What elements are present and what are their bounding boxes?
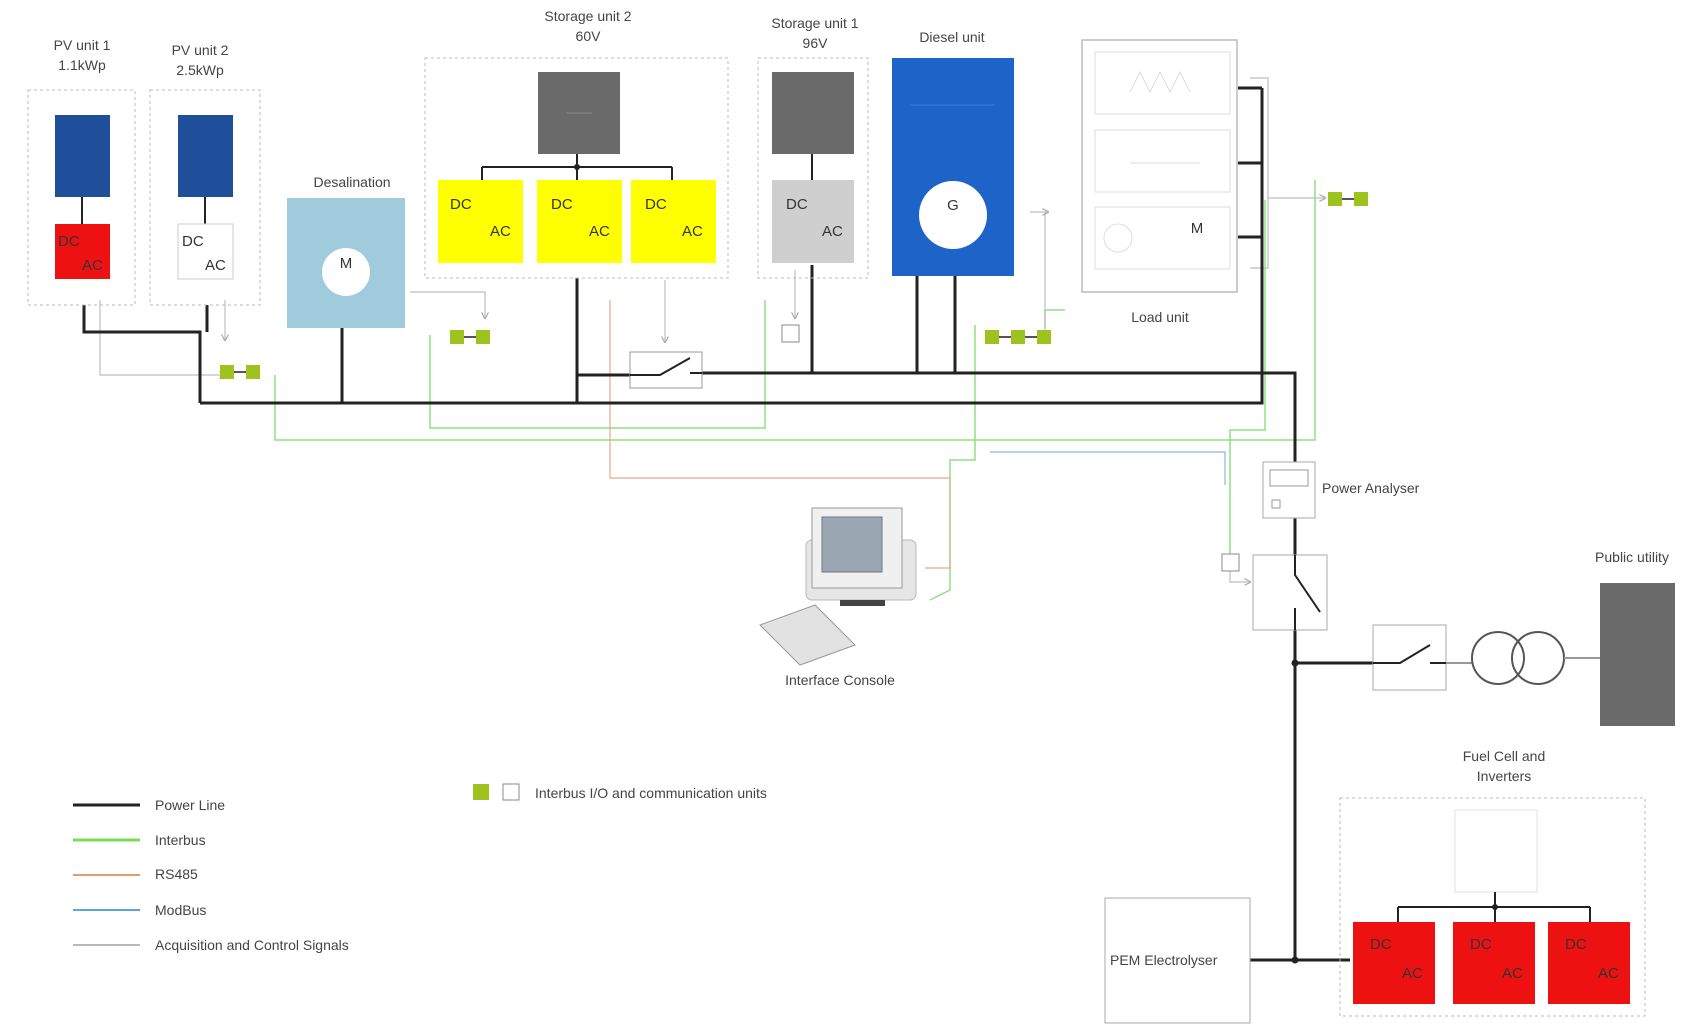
grid-block bbox=[1600, 583, 1675, 726]
motor-icon bbox=[322, 248, 370, 296]
generator-label: G bbox=[947, 197, 959, 214]
pv-panel-1 bbox=[55, 115, 110, 197]
pem-electrolyser: PEM Electrolyser bbox=[1104, 897, 1251, 1024]
dc-label: DC bbox=[1470, 936, 1492, 953]
ac-label: AC bbox=[1598, 965, 1619, 982]
motor-label: M bbox=[1191, 220, 1204, 237]
public-utility-label: Public utility bbox=[1595, 549, 1669, 565]
inverter-storage1 bbox=[772, 180, 854, 263]
inverter-fc-b bbox=[1453, 922, 1535, 1004]
legend-io-empty bbox=[502, 783, 520, 801]
legend: Power Line Interbus RS485 ModBus Acquisi… bbox=[73, 783, 767, 953]
dc-label: DC bbox=[450, 196, 472, 213]
inverter-storage2-c bbox=[631, 180, 716, 263]
interface-console: Interface Console bbox=[759, 507, 917, 688]
ac-label: AC bbox=[205, 257, 226, 274]
ac-label: AC bbox=[1402, 965, 1423, 982]
ac-label: AC bbox=[589, 223, 610, 240]
dc-label: DC bbox=[551, 196, 573, 213]
rs485-lines bbox=[609, 300, 951, 569]
legend-interbus: Interbus bbox=[155, 832, 206, 848]
legend-modbus: ModBus bbox=[155, 902, 206, 918]
pv-unit-1-rating: 1.1kWp bbox=[58, 57, 106, 73]
dc-label: DC bbox=[1565, 936, 1587, 953]
generator-icon bbox=[919, 181, 987, 249]
legend-power-line: Power Line bbox=[155, 797, 225, 813]
ac-label: AC bbox=[82, 257, 103, 274]
storage-unit-1-title: Storage unit 1 bbox=[771, 15, 858, 31]
power-analyser-icon bbox=[1262, 461, 1316, 519]
desalination-title: Desalination bbox=[313, 174, 390, 190]
storage-unit-2-title: Storage unit 2 bbox=[544, 8, 631, 24]
interface-console-label: Interface Console bbox=[785, 672, 895, 688]
inverter-storage2-b bbox=[537, 180, 622, 263]
power-analyser-label: Power Analyser bbox=[1322, 480, 1420, 496]
diesel-unit: Diesel unit G bbox=[892, 29, 1014, 276]
utility-switch bbox=[1372, 624, 1447, 691]
inverter-fc-c bbox=[1548, 922, 1630, 1004]
public-utility: Public utility bbox=[1372, 549, 1675, 726]
power-lines bbox=[82, 86, 1373, 962]
pem-label: PEM Electrolyser bbox=[1110, 952, 1218, 968]
dc-label: DC bbox=[786, 196, 808, 213]
computer-icon bbox=[759, 507, 917, 666]
dc-label: DC bbox=[645, 196, 667, 213]
transformer-icon bbox=[1471, 631, 1525, 685]
legend-acq: Acquisition and Control Signals bbox=[155, 937, 349, 953]
storage-unit-2-voltage: 60V bbox=[576, 28, 602, 44]
load-unit-title: Load unit bbox=[1131, 309, 1189, 325]
pv-unit-2: PV unit 2 2.5kWp DC AC bbox=[149, 42, 261, 306]
pv-unit-2-rating: 2.5kWp bbox=[176, 62, 224, 78]
io-unit-diesel bbox=[985, 330, 1051, 344]
inverter-storage2-a bbox=[438, 180, 523, 263]
fuel-cell-stack-icon bbox=[1454, 809, 1538, 893]
power-analyser: Power Analyser bbox=[1262, 461, 1420, 519]
dc-label: DC bbox=[1370, 936, 1392, 953]
io-units bbox=[220, 192, 1368, 379]
ac-label: AC bbox=[822, 223, 843, 240]
junction-dot bbox=[1291, 659, 1299, 667]
io-unit-load bbox=[1328, 192, 1368, 206]
ac-label: AC bbox=[490, 223, 511, 240]
battery-icon bbox=[772, 72, 854, 154]
pv-unit-1-title: PV unit 1 bbox=[54, 37, 111, 53]
load-dc-icon bbox=[1094, 129, 1231, 193]
legend-io-green bbox=[473, 784, 489, 800]
legend-io-units: Interbus I/O and communication units bbox=[535, 785, 767, 801]
pv-unit-1: PV unit 1 1.1kWp DC AC bbox=[27, 37, 136, 306]
desalination-unit: Desalination M bbox=[287, 174, 405, 328]
inverter-pv2 bbox=[177, 223, 234, 280]
ac-label: AC bbox=[682, 223, 703, 240]
diesel-title: Diesel unit bbox=[919, 29, 984, 45]
inverter-fc-a bbox=[1353, 922, 1435, 1004]
legend-rs485: RS485 bbox=[155, 866, 198, 882]
junction-dot bbox=[1291, 956, 1299, 964]
io-unit-empty bbox=[1221, 553, 1240, 572]
interbus-lines bbox=[274, 180, 1316, 601]
ac-label: AC bbox=[1502, 965, 1523, 982]
load-unit: M Load unit bbox=[1081, 39, 1238, 325]
load-motor-icon bbox=[1094, 206, 1231, 270]
storage-unit-1: Storage unit 1 96V DC AC bbox=[757, 15, 869, 343]
io-unit-empty bbox=[781, 324, 800, 343]
storage-switch bbox=[629, 351, 703, 389]
fuel-cell-unit: Fuel Cell and Inverters DC AC DC AC DC A… bbox=[1339, 748, 1646, 1017]
storage-unit-1-voltage: 96V bbox=[803, 35, 829, 51]
fuel-cell-title-2: Inverters bbox=[1477, 768, 1531, 784]
motor-label: M bbox=[340, 255, 353, 272]
inverter-pv1 bbox=[55, 224, 110, 279]
io-unit-desal bbox=[450, 330, 490, 344]
fuel-cell-title: Fuel Cell and bbox=[1463, 748, 1546, 764]
pv-unit-2-title: PV unit 2 bbox=[172, 42, 229, 58]
io-unit-pv bbox=[220, 365, 260, 379]
dc-label: DC bbox=[58, 233, 80, 250]
modbus-lines bbox=[990, 451, 1226, 485]
storage-unit-2: Storage unit 2 60V DC AC DC AC DC AC bbox=[424, 8, 729, 279]
pv-panel-2 bbox=[178, 115, 233, 197]
main-breaker bbox=[1221, 553, 1328, 631]
dc-label: DC bbox=[182, 233, 204, 250]
load-ac-source-icon bbox=[1094, 51, 1231, 115]
acq-lines bbox=[99, 77, 1325, 582]
